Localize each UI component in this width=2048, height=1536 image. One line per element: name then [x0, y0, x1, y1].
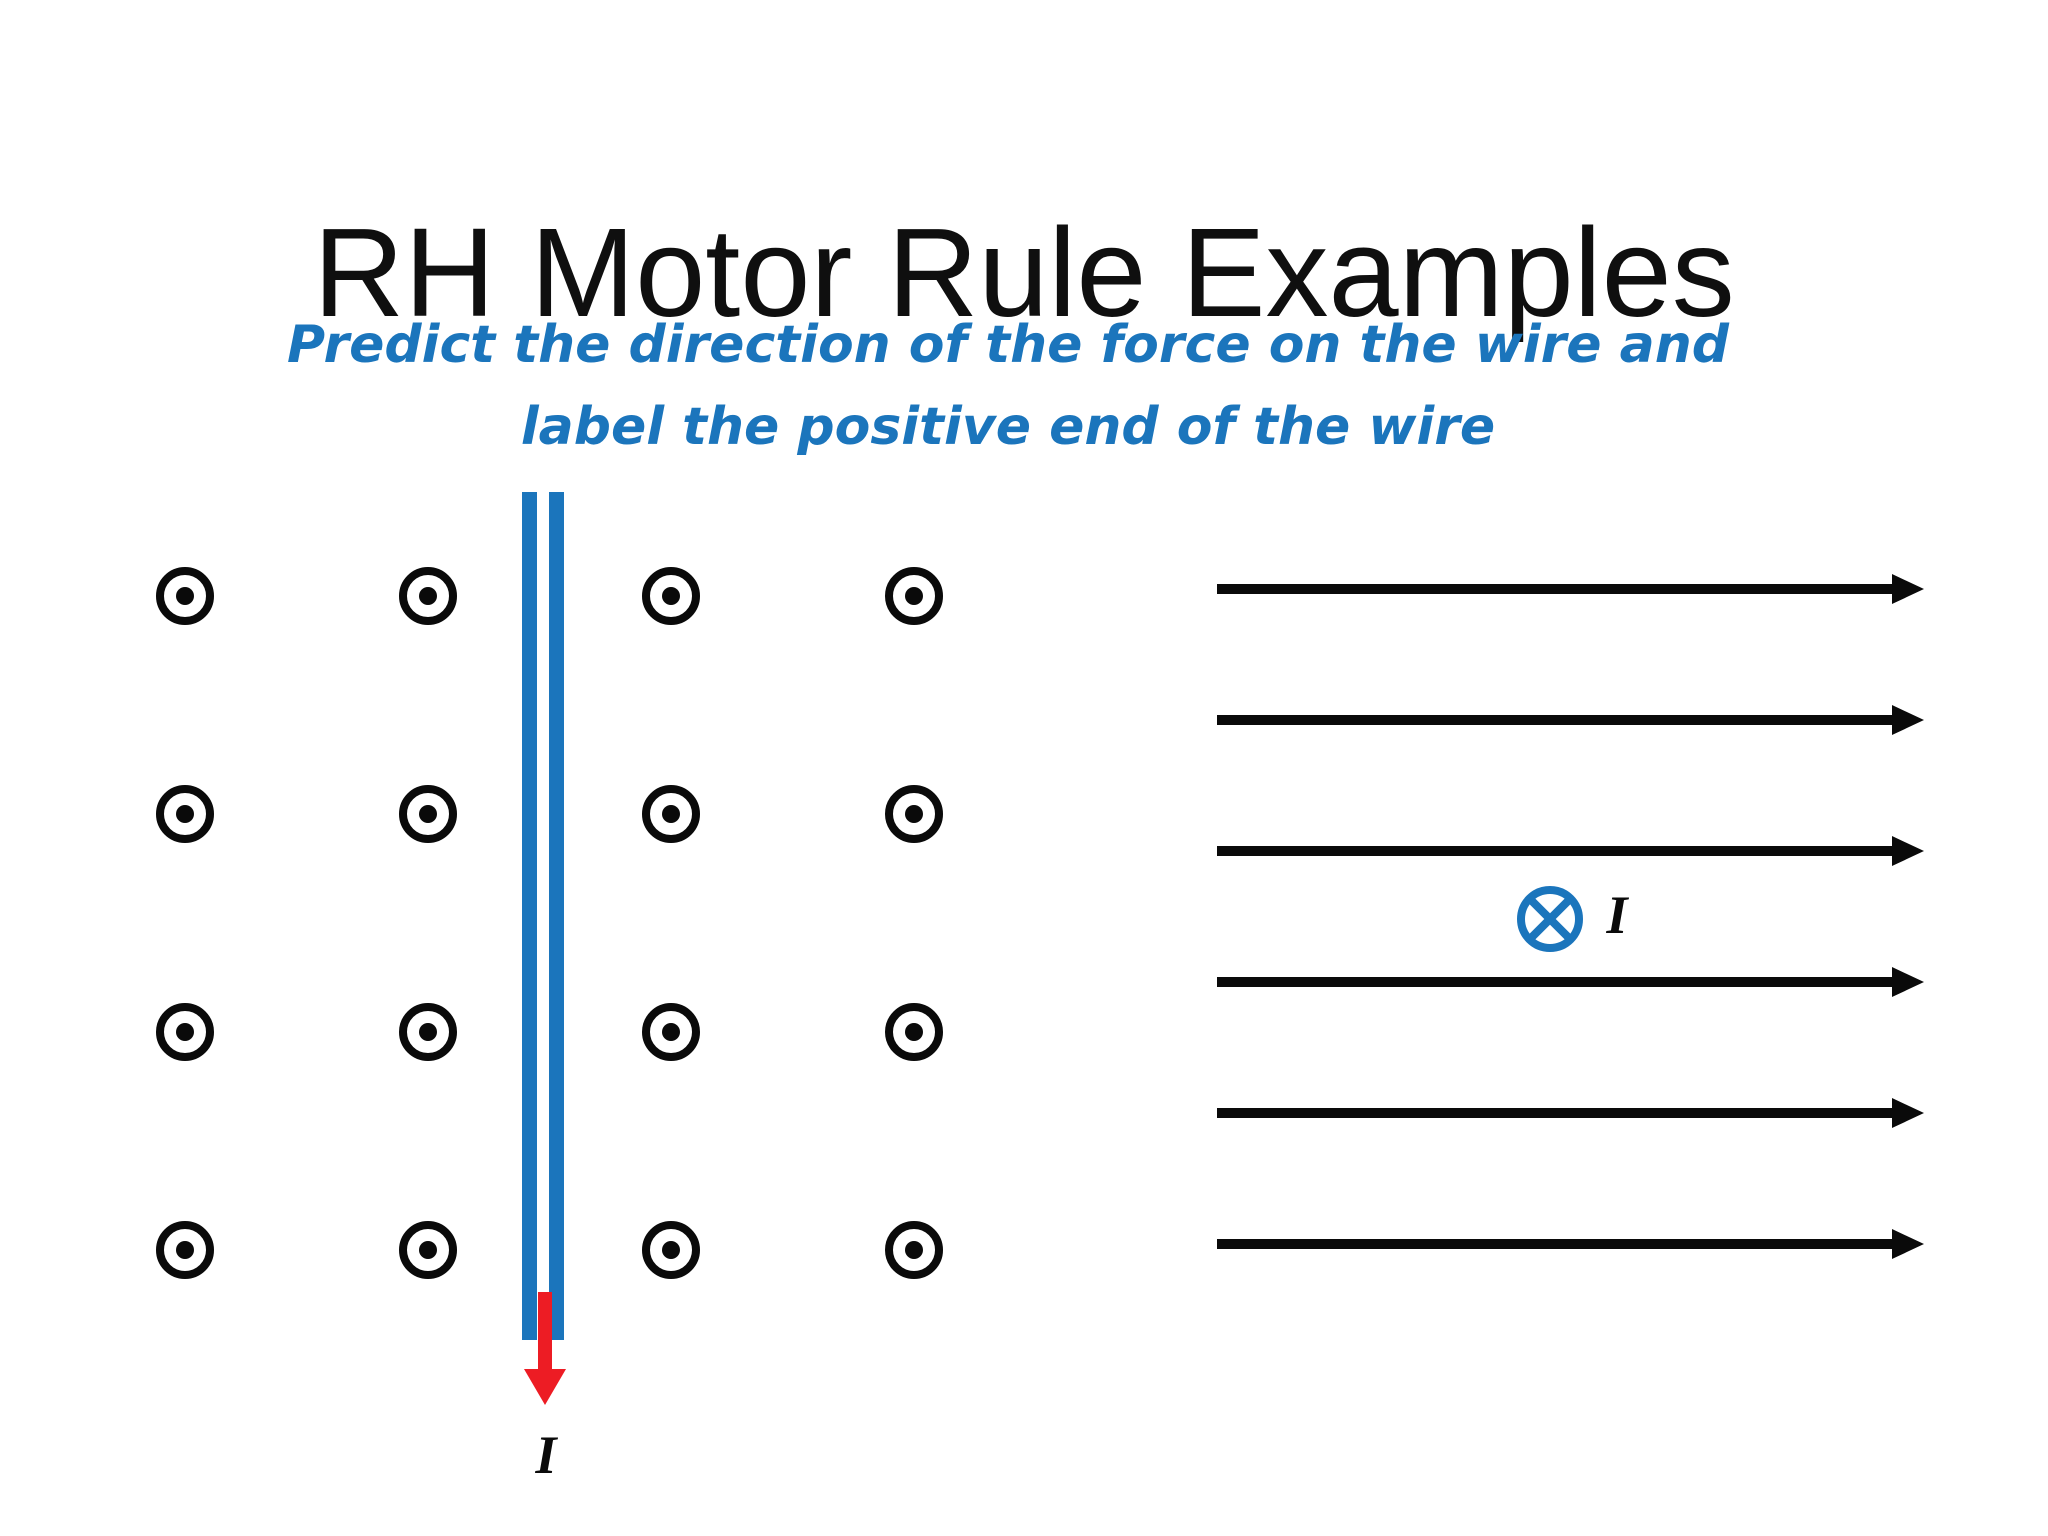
field-out-of-page-dot-icon [641, 785, 700, 843]
red-arrow-head-icon [524, 1369, 566, 1405]
field-out-of-page-dot-icon [155, 567, 214, 625]
grid-cell [792, 1141, 1035, 1359]
field-out-of-page-dot-icon [884, 1221, 943, 1279]
wire-right-line [549, 492, 564, 1340]
field-out-of-page-dot-icon [398, 785, 457, 843]
field-line-arrow-icon [1217, 846, 1893, 856]
field-out-of-page-dot-icon [884, 567, 943, 625]
field-line-arrow-icon [1217, 584, 1893, 594]
grid-cell [549, 487, 792, 705]
field-line-arrow-icon [1217, 977, 1893, 987]
wire-left-line [522, 492, 537, 1340]
current-label-right: I [1606, 885, 1628, 945]
grid-cell [63, 705, 306, 923]
field-out-of-page-dot-icon [155, 1003, 214, 1061]
slide-subtitle: Predict the direction of the force on th… [0, 304, 2016, 468]
grid-cell [63, 923, 306, 1141]
grid-cell [306, 487, 549, 705]
field-out-of-page-dot-icon [398, 1221, 457, 1279]
current-into-page-icon [1517, 886, 1583, 952]
grid-cell [63, 487, 306, 705]
red-arrow-shaft [538, 1292, 552, 1369]
field-out-of-page-dot-icon [641, 1221, 700, 1279]
slide-title: RH Motor Rule Examples [313, 202, 1735, 344]
field-out-of-page-dot-icon [155, 785, 214, 843]
field-out-of-page-dot-icon [398, 1003, 457, 1061]
grid-cell [792, 923, 1035, 1141]
grid-cell [792, 705, 1035, 923]
field-out-of-page-dot-icon [884, 1003, 943, 1061]
grid-cell [306, 923, 549, 1141]
grid-cell [549, 1141, 792, 1359]
field-out-of-page-grid [63, 487, 1035, 1359]
grid-cell [63, 1141, 306, 1359]
field-out-of-page-dot-icon [398, 567, 457, 625]
grid-cell [549, 705, 792, 923]
subtitle-line-1: Predict the direction of the force on th… [286, 315, 1729, 375]
current-label-left: I [535, 1425, 557, 1485]
grid-cell [306, 1141, 549, 1359]
grid-cell [549, 923, 792, 1141]
field-line-arrow-icon [1217, 1108, 1893, 1118]
field-line-arrow-icon [1217, 1239, 1893, 1249]
field-out-of-page-dot-icon [641, 1003, 700, 1061]
field-out-of-page-dot-icon [155, 1221, 214, 1279]
field-line-arrow-icon [1217, 715, 1893, 725]
grid-cell [306, 705, 549, 923]
field-out-of-page-dot-icon [884, 785, 943, 843]
grid-cell [792, 487, 1035, 705]
field-out-of-page-dot-icon [641, 567, 700, 625]
subtitle-line-2: label the positive end of the wire [520, 397, 1496, 457]
